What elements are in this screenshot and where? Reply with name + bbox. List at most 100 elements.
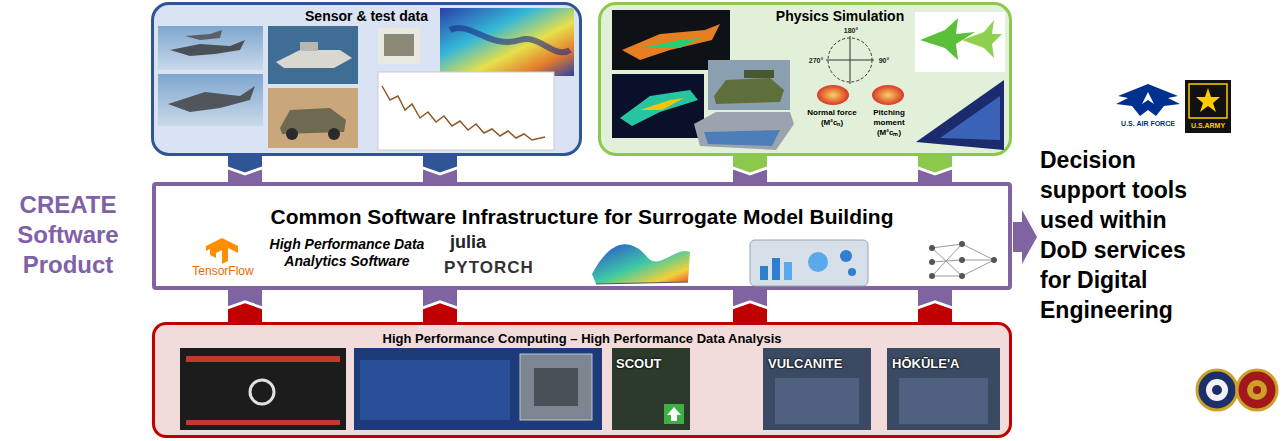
vehicle-photo-part xyxy=(268,88,358,148)
neural-network xyxy=(929,241,997,279)
sensor-illustration-part xyxy=(158,8,574,150)
wing-render-part xyxy=(916,80,1004,150)
marine-seal-part xyxy=(1237,370,1277,410)
logo-caption: U.S. AIR FORCE xyxy=(1108,119,1188,128)
connector-tab-to xyxy=(228,169,262,182)
label-slot: 90° xyxy=(875,56,893,65)
label-slot: TensorFlow xyxy=(186,264,260,278)
navy-seal-part xyxy=(1206,379,1228,401)
navy-seal-part xyxy=(1197,370,1237,410)
device-photo xyxy=(378,28,420,64)
jet-photo-part xyxy=(158,26,263,70)
product-label: CREATE Software Product xyxy=(4,190,132,280)
cray-epyc-part xyxy=(360,360,510,420)
connector-tab-to xyxy=(918,290,952,306)
compass-diagram xyxy=(826,36,874,84)
neural-network-part xyxy=(932,248,962,276)
output-arrow-part xyxy=(1013,210,1037,264)
label-slot: 180° xyxy=(840,26,862,35)
logo-caption: TensorFlow xyxy=(186,264,260,278)
connector-tab-from xyxy=(733,303,767,322)
label-slot: Normal force (M²cₙ) xyxy=(800,108,864,128)
node-title: High Performance Computing – High Perfor… xyxy=(155,331,1009,347)
cray-cabinets-part xyxy=(180,348,346,430)
cray-cabinets-part xyxy=(186,356,340,362)
connector-tab-to xyxy=(733,169,767,182)
system-name: VULCANITE xyxy=(768,356,868,371)
tensorflow-logo xyxy=(206,238,238,264)
neural-network-part xyxy=(959,257,965,263)
marine-seal xyxy=(1237,370,1277,410)
logo-wordmark: PYTORCH xyxy=(444,258,564,278)
neural-network-part xyxy=(962,244,994,260)
vulcanite-system-part xyxy=(763,348,871,430)
label-slot: U.S. AIR FORCE xyxy=(1108,119,1188,128)
plot-caption: Pitching moment (M²cₘ) xyxy=(865,108,913,138)
hpc-illustration-part xyxy=(180,348,1000,430)
label-slot: Decision support tools used within DoD s… xyxy=(1040,145,1205,325)
scout-system xyxy=(612,348,690,430)
scout-system-part xyxy=(667,407,681,421)
wing-render-part xyxy=(940,96,1000,140)
physics-illustration-part xyxy=(612,10,1005,150)
label-slot: U.S.ARMY xyxy=(1186,121,1230,130)
force-disk xyxy=(817,85,849,105)
logo-caption: U.S.ARMY xyxy=(1186,121,1230,130)
neural-network-part xyxy=(962,260,994,261)
connector-tab xyxy=(918,156,952,182)
logo-wordmark: julia xyxy=(450,232,510,252)
flow-render-part xyxy=(612,74,704,138)
connector-tab xyxy=(733,290,767,322)
flow-render-part xyxy=(620,90,698,126)
output-arrow xyxy=(1013,210,1037,264)
marine-seal-part xyxy=(1247,380,1267,400)
system-name: SCOUT xyxy=(616,356,686,371)
cray-epyc xyxy=(354,348,602,430)
navy-seal-part xyxy=(1212,385,1222,395)
aircraft-contours-part xyxy=(915,12,1005,72)
heatmap-part xyxy=(450,28,570,52)
signal-chart-part xyxy=(382,86,545,140)
flow-render xyxy=(612,74,704,138)
angle-label: 180° xyxy=(840,26,862,35)
node-title: Physics Simulation xyxy=(601,8,1009,25)
boat-photo-part xyxy=(276,50,352,68)
connector-tab-from xyxy=(733,156,767,172)
signal-chart-part xyxy=(378,72,554,150)
army-logo-part xyxy=(1185,80,1231,133)
software-label: High Performance Data Analytics Software xyxy=(258,236,436,270)
connector-tab-from xyxy=(918,156,952,172)
marine-seal-part xyxy=(1253,386,1261,394)
connector-tab-to xyxy=(733,290,767,306)
label-slot: Pitching moment (M²cₘ) xyxy=(865,108,913,138)
neural-network-part xyxy=(932,244,962,248)
neural-network-part xyxy=(932,276,962,277)
vehicle-photo-part xyxy=(286,128,298,140)
hokulea-system xyxy=(887,348,1000,430)
label-slot: HŌKŪLE'A xyxy=(892,356,998,371)
neural-network-part xyxy=(932,244,962,276)
connector-tab-from xyxy=(228,303,262,322)
boat-photo-part xyxy=(300,42,318,51)
vehicle-photo-part xyxy=(328,128,340,140)
army-logo-part xyxy=(1189,84,1227,118)
connector-tab-to xyxy=(423,169,457,182)
tablet-charts-part xyxy=(750,240,868,286)
label-slot: julia xyxy=(450,232,510,252)
connector-tab-from xyxy=(228,156,262,172)
connector-tab-from xyxy=(423,156,457,172)
aircraft-contours-part xyxy=(962,20,1002,58)
tablet-charts xyxy=(750,240,868,286)
neural-network-part xyxy=(929,259,935,265)
ship-render xyxy=(694,112,794,150)
tablet-charts-part xyxy=(772,258,780,280)
tensorflow-logo-part xyxy=(206,238,238,264)
sensor-illustration xyxy=(151,2,582,156)
ship-render-part xyxy=(694,112,794,150)
connector-tab xyxy=(228,156,262,182)
neural-network-part xyxy=(959,241,965,247)
tank-render xyxy=(708,60,790,110)
jet-photo-part xyxy=(185,30,222,40)
vehicle-photo xyxy=(268,88,358,148)
